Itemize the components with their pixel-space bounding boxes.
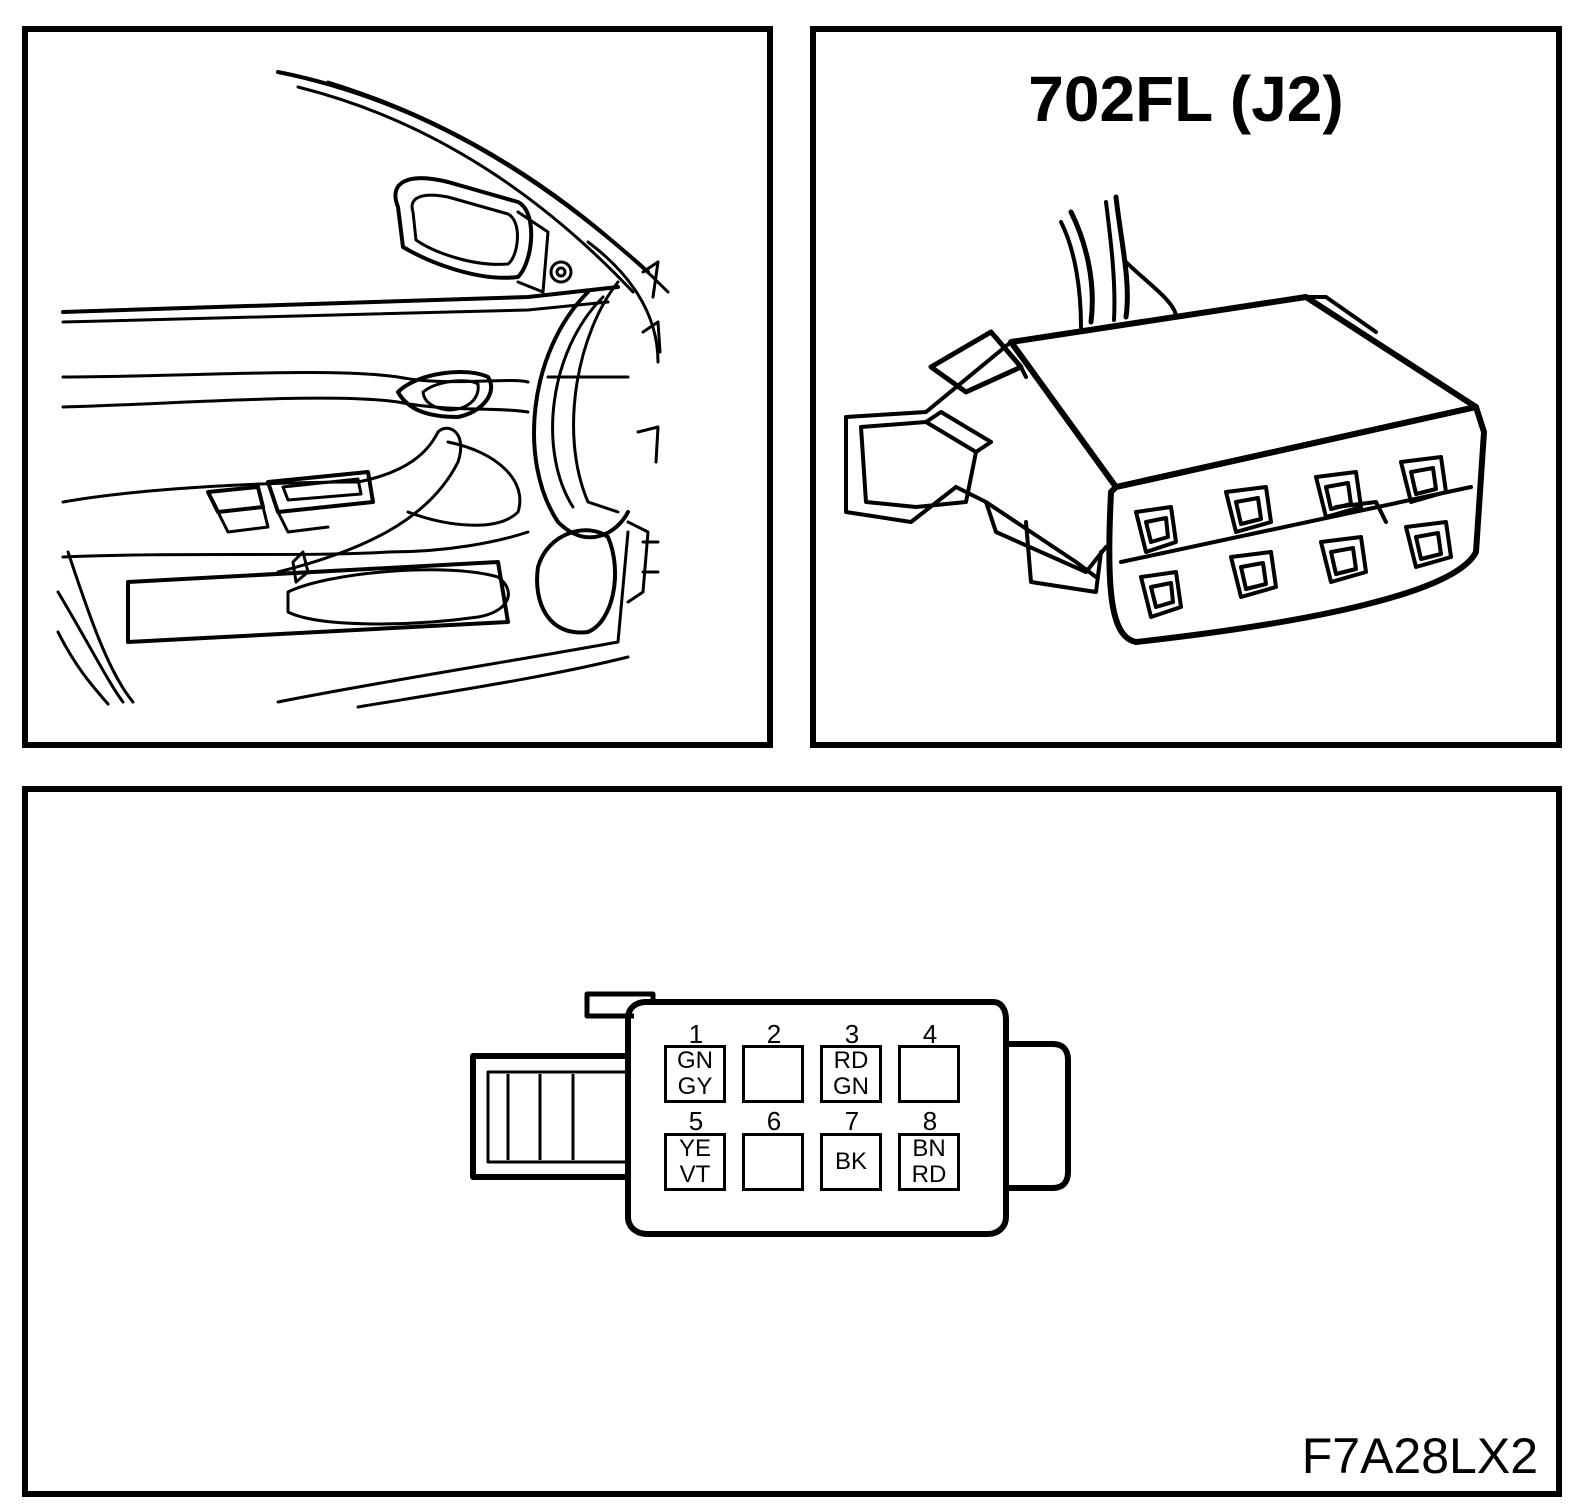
pin-7-wire-color-1: BK	[834, 1148, 867, 1175]
pin-7-cavity: BK	[820, 1133, 882, 1191]
connector-face-outline	[470, 991, 1071, 1237]
pin-4-cavity	[898, 1045, 960, 1103]
pin-8-wire-color-2: RD	[911, 1161, 947, 1188]
pin-1-wire-color-1: GN	[677, 1047, 713, 1074]
door-location-panel	[22, 26, 773, 748]
pin-6-number: 6	[766, 1106, 782, 1136]
door-trim-illustration	[56, 70, 670, 709]
pin-1-number: 1	[688, 1019, 704, 1049]
pin-8-wire-color-1: BN	[912, 1135, 946, 1162]
pin-2-cavity	[742, 1045, 804, 1103]
pin-5-wire-color-2: VT	[679, 1161, 711, 1188]
pin-1-cavity: GN GY	[664, 1045, 726, 1103]
pin-3-wire-color-2: GN	[833, 1073, 869, 1100]
pin-5-number: 5	[688, 1106, 704, 1136]
connector-view-panel: 702FL (J2)	[810, 26, 1562, 748]
pin-1-wire-color-2: GY	[677, 1073, 713, 1100]
pin-2-number: 2	[766, 1019, 782, 1049]
pin-3-number: 3	[844, 1019, 860, 1049]
pin-3-wire-color-1: RD	[833, 1047, 869, 1074]
connector-isometric-illustration	[844, 194, 1487, 645]
pinout-panel: 1 2 3 4 GN GY RD GN 5 6 7 8 YE VT BK BN …	[22, 786, 1562, 1497]
figure-id: F7A28LX2	[1301, 1428, 1538, 1484]
pin-5-wire-color-1: YE	[678, 1135, 711, 1162]
pin-6-cavity	[742, 1133, 804, 1191]
pin-4-number: 4	[922, 1019, 938, 1049]
pin-5-cavity: YE VT	[664, 1133, 726, 1191]
connector-title: 702FL (J2)	[1028, 63, 1344, 135]
pin-7-number: 7	[844, 1106, 860, 1136]
pin-3-cavity: RD GN	[820, 1045, 882, 1103]
pin-8-cavity: BN RD	[898, 1133, 960, 1191]
pin-8-number: 8	[922, 1106, 938, 1136]
